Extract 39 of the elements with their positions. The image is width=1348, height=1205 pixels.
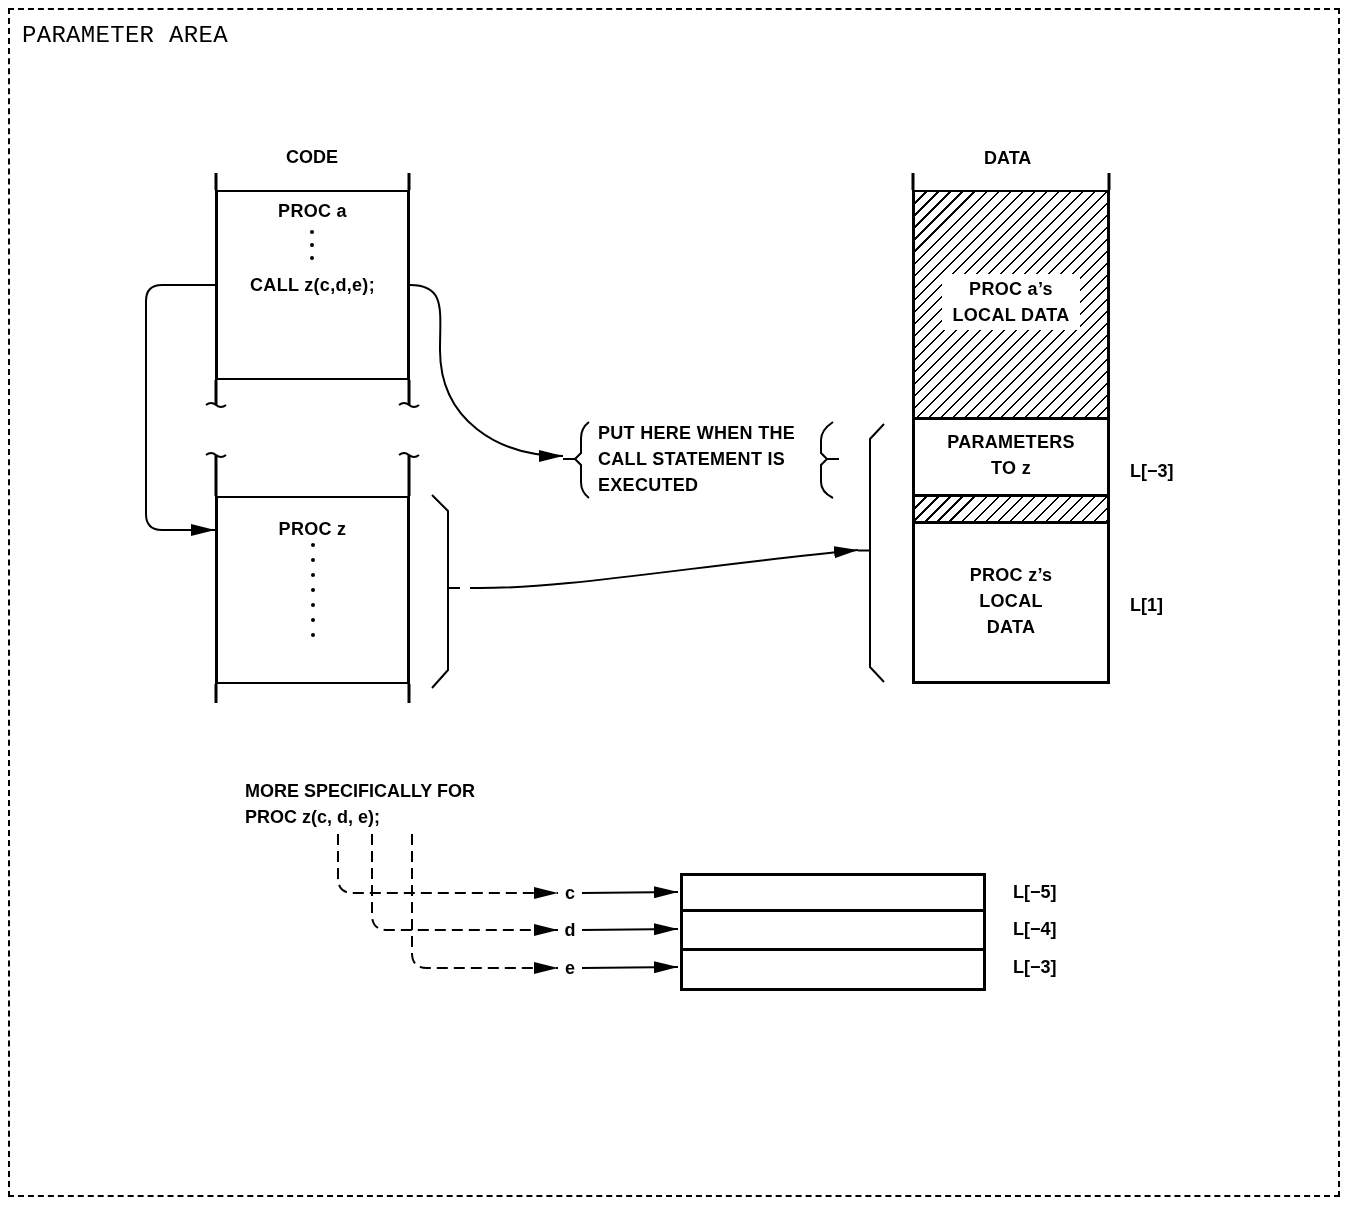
bracket bbox=[858, 423, 886, 683]
memory-cell bbox=[680, 910, 986, 950]
frame-title: PARAMETER AREA bbox=[22, 22, 228, 50]
column-heading: DATA bbox=[984, 147, 1032, 170]
memory-segment bbox=[912, 418, 1110, 496]
arrow bbox=[469, 546, 859, 589]
dashed-arrow bbox=[371, 833, 559, 936]
dashed-arrow bbox=[411, 833, 559, 974]
memory-cell bbox=[680, 948, 986, 991]
arrow bbox=[581, 886, 679, 899]
note-text: PUT HERE WHEN THE CALL STATEMENT IS EXECUTED bbox=[598, 422, 797, 497]
offset-label: L[−5] bbox=[1013, 881, 1057, 904]
column-heading: CODE bbox=[286, 146, 338, 169]
offset-label: L[−4] bbox=[1013, 918, 1057, 941]
offset-label: L[−3] bbox=[1130, 460, 1174, 483]
code-block bbox=[215, 190, 410, 380]
code-line: CALL z(c,d,e); bbox=[249, 274, 376, 297]
block-title: PROC z bbox=[277, 518, 348, 541]
code-block bbox=[215, 496, 410, 684]
parameter-name: d bbox=[560, 917, 580, 943]
parameter-name: c bbox=[560, 880, 580, 906]
arrow bbox=[581, 923, 679, 936]
hatched-memory-segment bbox=[912, 190, 1110, 419]
parameter-name: e bbox=[560, 955, 580, 981]
arrow bbox=[409, 284, 564, 461]
dashed-frame bbox=[8, 8, 1340, 1197]
memory-segment bbox=[912, 522, 1110, 684]
dashed-arrow bbox=[337, 833, 559, 899]
block-title: PROC a bbox=[277, 200, 348, 223]
offset-label: L[1] bbox=[1130, 594, 1163, 617]
offset-label: L[−3] bbox=[1013, 956, 1057, 979]
arrow bbox=[145, 284, 216, 536]
segment-label: PROC a’s LOCAL DATA bbox=[942, 274, 1080, 330]
segment-label: PARAMETERS TO z bbox=[946, 431, 1076, 480]
arrow bbox=[581, 961, 679, 974]
hatched-memory-segment bbox=[912, 495, 1110, 523]
memory-cell bbox=[680, 873, 986, 912]
segment-label: PROC z’s LOCAL DATA bbox=[968, 564, 1054, 639]
caption-text: MORE SPECIFICALLY FOR PROC z(c, d, e); bbox=[245, 778, 507, 832]
